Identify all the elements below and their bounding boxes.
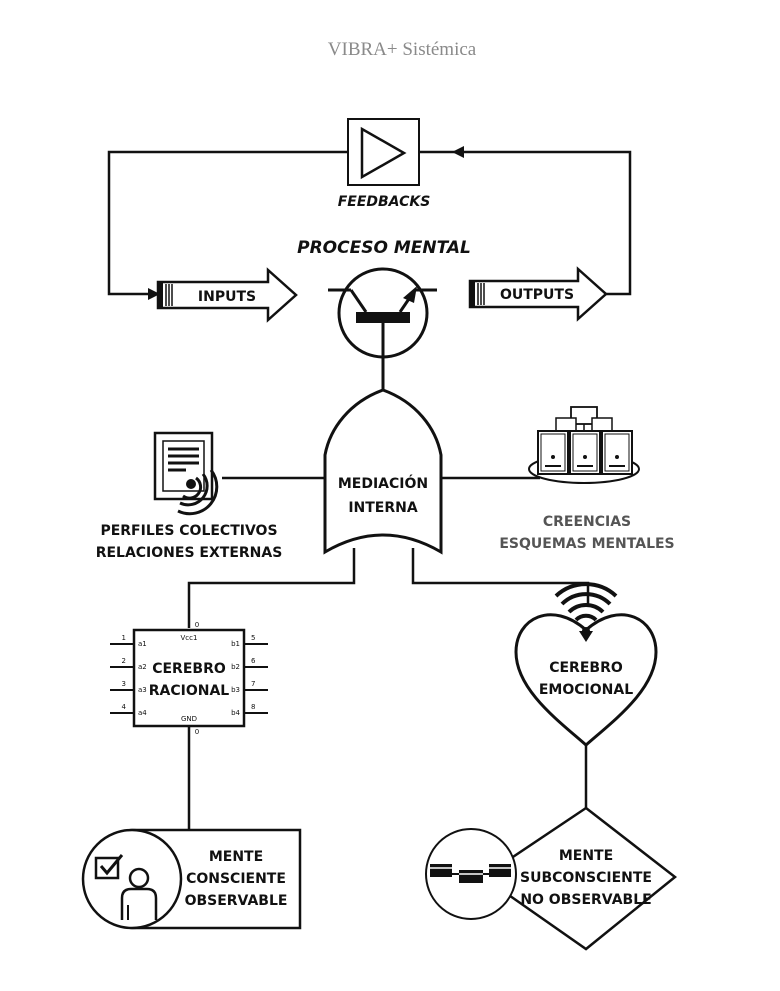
chip-pin-number: 2 [122, 657, 126, 665]
cerebro-emocional-label-line1: CEREBRO [549, 660, 623, 676]
process-blocks-icon [430, 864, 511, 883]
mente-subconsciente-label-line2: SUBCONSCIENTE [520, 870, 652, 886]
person-checkbox-icon [94, 854, 158, 920]
chip-vcc: Vcc1 [181, 634, 198, 642]
mente-subconsciente-label-line1: MENTE [559, 848, 613, 864]
chip-pin-label: a1 [138, 640, 147, 648]
chip-pin-number: 7 [251, 680, 255, 688]
chip-pin-label: a3 [138, 686, 147, 694]
chip-pin-number: 8 [251, 703, 255, 711]
feedbacks-label: FEEDBACKS [338, 194, 431, 210]
document-signal-icon [153, 431, 219, 516]
creencias-label-line2: ESQUEMAS MENTALES [499, 536, 674, 552]
mente-consciente-label-line1: MENTE [209, 849, 263, 865]
servers-icon [528, 406, 640, 484]
chip-pin-label: b2 [231, 663, 240, 671]
mente-consciente-label-line2: CONSCIENTE [186, 871, 286, 887]
chip-pin-number: 3 [122, 680, 126, 688]
mediacion-interna-gate [323, 388, 443, 555]
chip-pin-number: 6 [251, 657, 256, 665]
chip-pin-number: 1 [122, 634, 126, 642]
chip-pin-label: b3 [231, 686, 240, 694]
cerebro-racional-label-line1: CEREBRO [152, 661, 226, 677]
feedbacks-amplifier-icon [347, 118, 420, 186]
cerebro-racional-label-line2: RACIONAL [149, 683, 230, 699]
creencias-label-line1: CREENCIAS [543, 514, 631, 530]
cerebro-racional-chip [110, 628, 268, 728]
chip-pin-number: 4 [122, 703, 127, 711]
transistor-icon [328, 267, 437, 393]
mente-subconsciente-label-line3: NO OBSERVABLE [520, 892, 651, 908]
inputs-arrow [156, 267, 298, 323]
feedback-loop [107, 146, 632, 300]
cerebro-emocional-label-line2: EMOCIONAL [539, 682, 633, 698]
outputs-arrow [468, 266, 608, 322]
mente-consciente-label-line3: OBSERVABLE [185, 893, 288, 909]
page-title: VIBRA+ Sistémica [328, 39, 477, 60]
wifi-icon [554, 582, 618, 642]
perfiles-label-line1: PERFILES COLECTIVOS [100, 523, 277, 539]
chip-gnd: GND [181, 715, 197, 723]
proceso-mental-label: PROCESO MENTAL [297, 238, 471, 258]
chip-pin-label: b4 [231, 709, 240, 717]
chip-top-pin: 0 [195, 621, 199, 629]
outputs-label: OUTPUTS [500, 287, 574, 303]
mediacion-label-line1: MEDIACIÓN [338, 474, 428, 492]
chip-pin-number: 5 [251, 634, 255, 642]
chip-pin-label: a4 [138, 709, 147, 717]
chip-pin-label: b1 [231, 640, 240, 648]
chip-bottom-pin: 0 [195, 728, 199, 736]
perfiles-label-line2: RELACIONES EXTERNAS [96, 545, 283, 561]
inputs-label: INPUTS [198, 289, 256, 305]
mediacion-label-line2: INTERNA [348, 500, 418, 516]
chip-pin-label: a2 [138, 663, 147, 671]
